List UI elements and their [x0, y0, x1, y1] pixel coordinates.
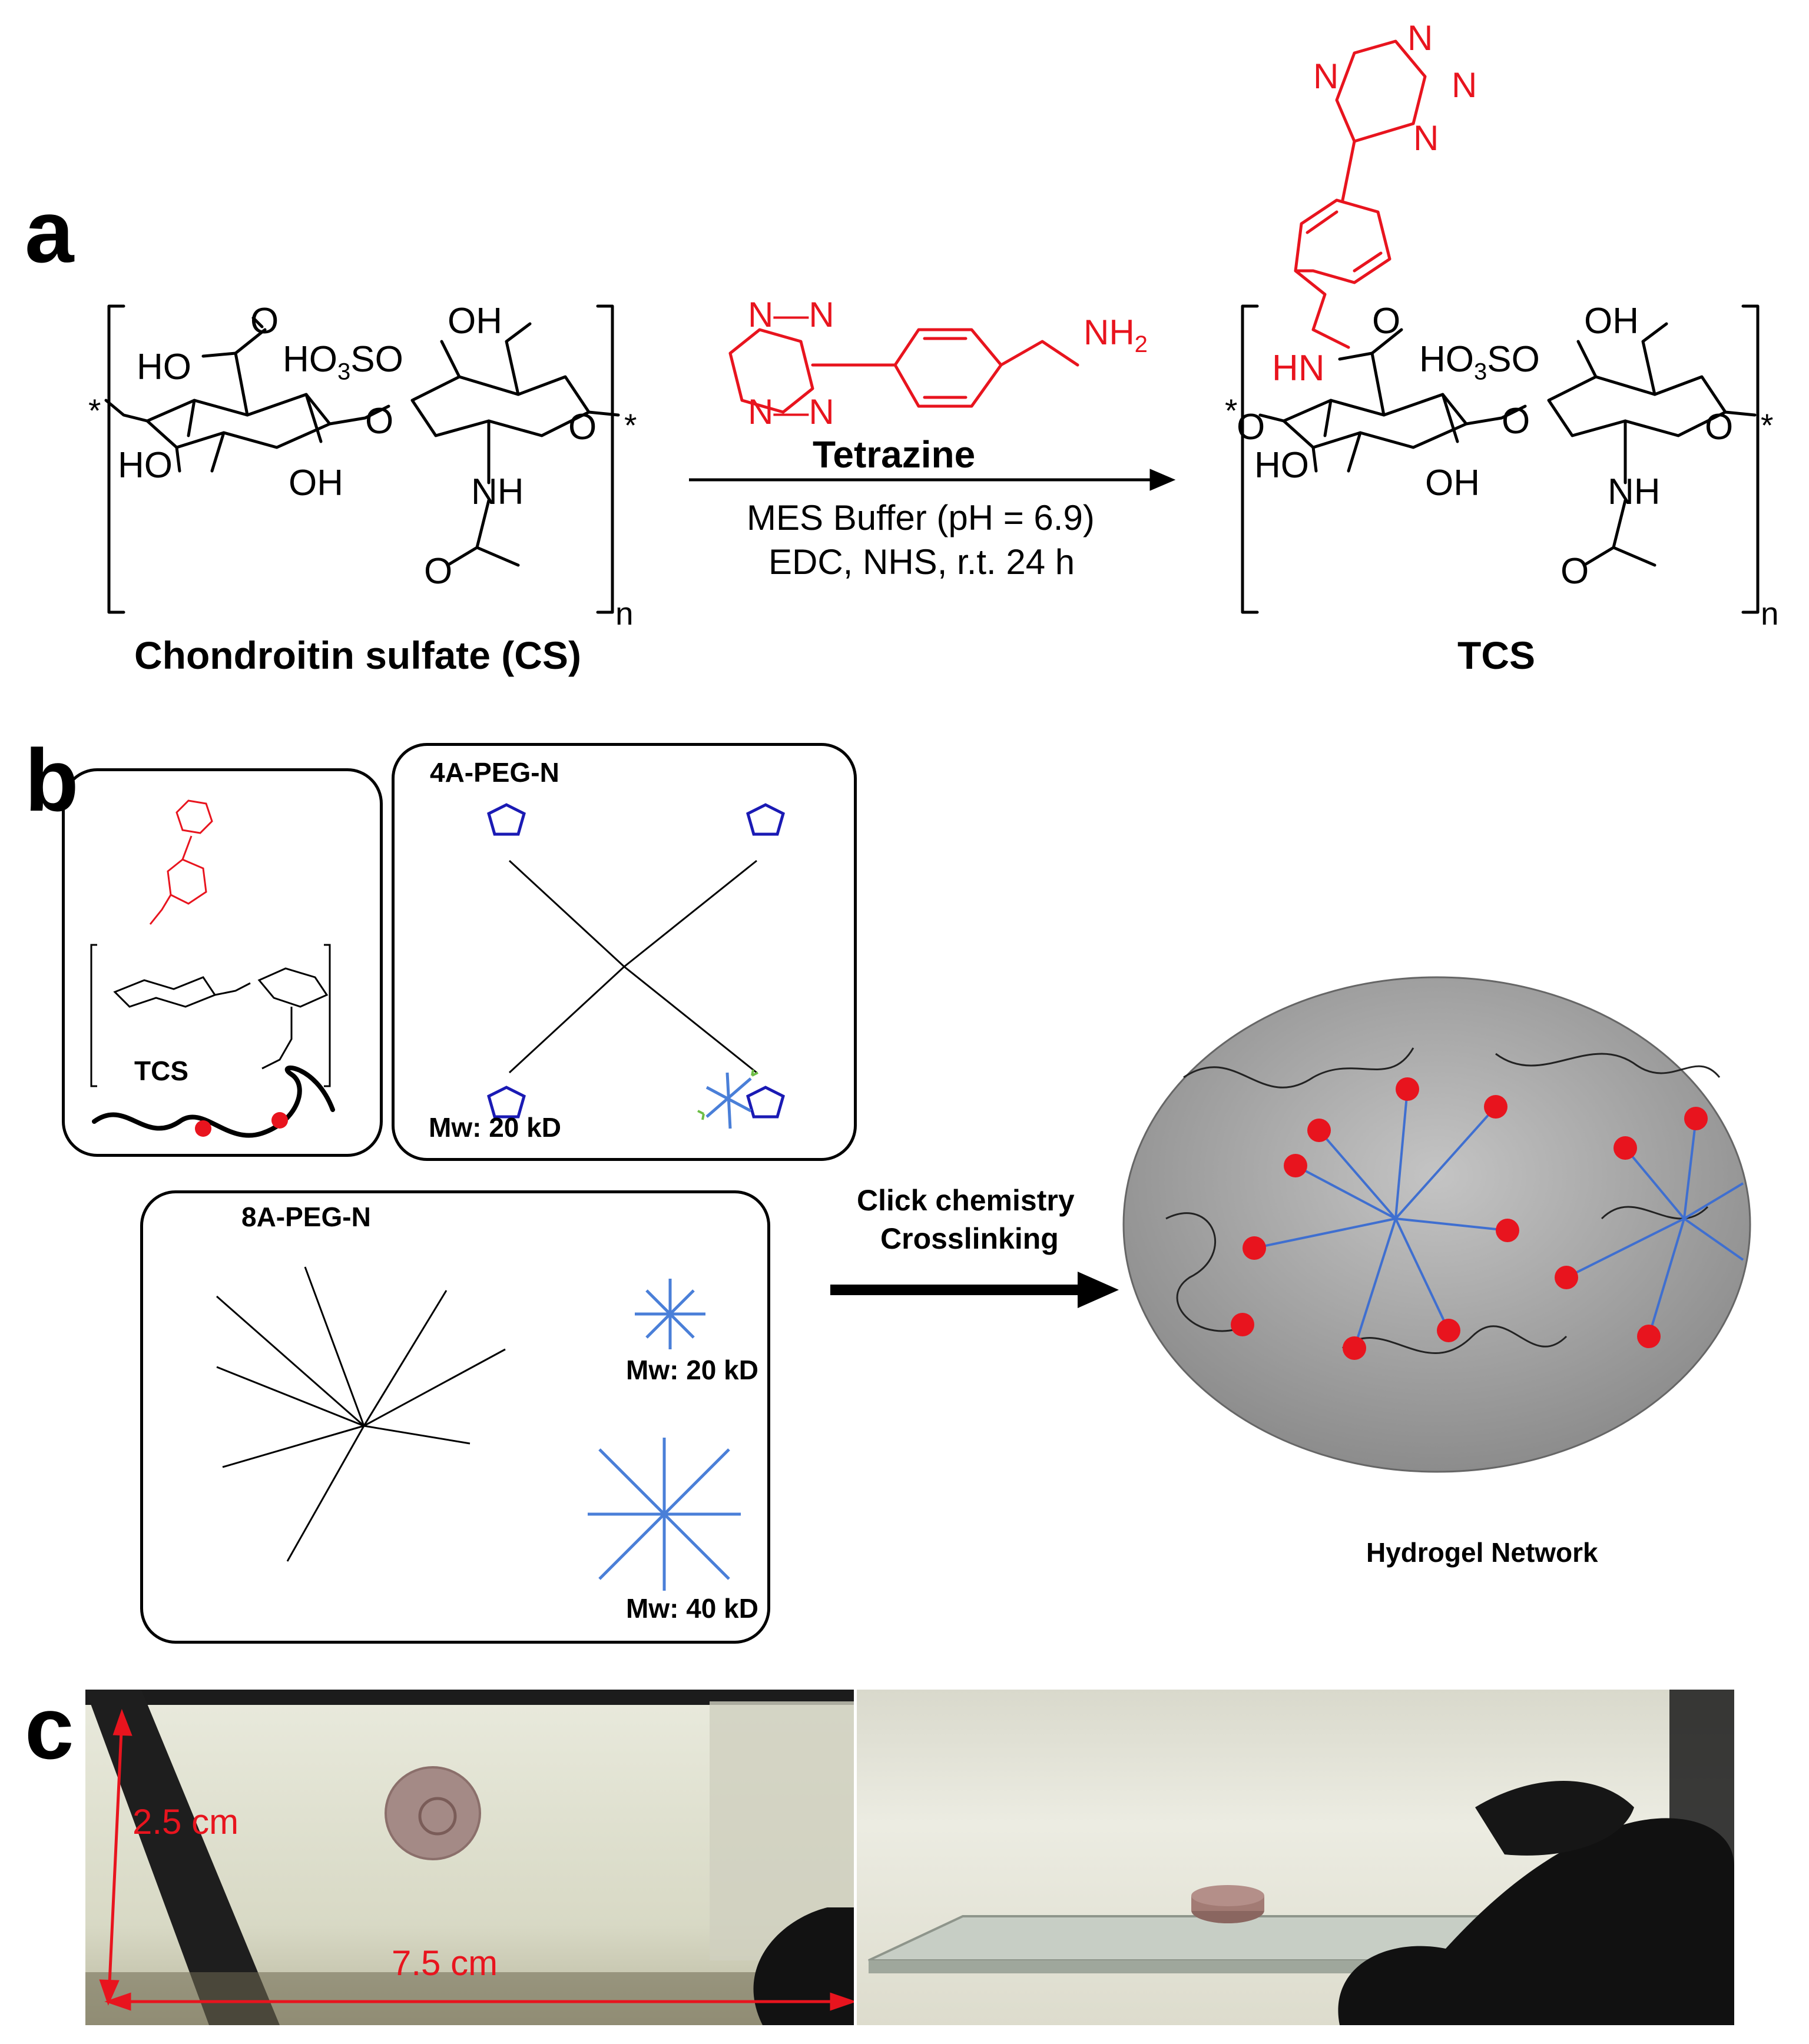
tcs-box-structure	[90, 799, 335, 1138]
4a-peg-mw: Mw: 20 kD	[429, 1112, 561, 1143]
8a-icon-large	[588, 1438, 741, 1591]
atom-star-right: *	[624, 407, 637, 443]
tcs-atom-OH-2: OH	[1425, 463, 1480, 503]
atom-NH: NH	[471, 472, 524, 512]
cs-chains	[1165, 1047, 1721, 1355]
tcs-atom-HO3SO: HO3SO	[1419, 339, 1540, 385]
tcs-atom-O-acetyl: O	[1560, 551, 1589, 592]
gloved-hand	[1338, 1818, 1734, 2025]
reagent-NH2: NH2	[1084, 313, 1148, 357]
cs-label: Chondroitin sulfate (CS)	[134, 633, 581, 677]
tcs-atom-NH: NH	[1608, 472, 1661, 512]
tetrazine-dots	[1231, 1077, 1708, 1360]
tcs-atom-O-left: O	[1237, 407, 1265, 447]
condition-line-1: MES Buffer (pH = 6.9)	[747, 498, 1095, 537]
tcs-box-label: TCS	[134, 1056, 188, 1086]
panel-a-scheme	[104, 39, 1760, 614]
atom-O-link: O	[365, 401, 394, 442]
8a-icon-small	[635, 1279, 705, 1349]
8a-peg-mw-2: Mw: 40 kD	[626, 1593, 758, 1624]
tcs-atom-O-link: O	[1502, 401, 1530, 442]
atom-O-acetyl: O	[424, 551, 453, 592]
reagent-N2: N—N	[748, 392, 834, 432]
arrow-label-1: Click chemistry	[857, 1184, 1075, 1217]
atom-star: *	[88, 392, 101, 429]
tcs-atom-OH: OH	[1584, 301, 1639, 341]
panel-label-a: a	[25, 182, 74, 281]
tcs-atom-star: *	[1225, 392, 1238, 429]
atom-HO3SO: HO3SO	[283, 339, 403, 385]
tcs-atom-star-right: *	[1761, 407, 1774, 443]
panel-label-b: b	[25, 731, 79, 829]
bracket-right-tcs	[1741, 304, 1760, 614]
tcs-N-right1: N	[1452, 65, 1477, 105]
tcs-N-bottom: N	[1413, 118, 1439, 158]
bracket-left-tcs	[1241, 304, 1259, 614]
condition-line-2: EDC, NHS, r.t. 24 h	[768, 542, 1075, 582]
tcs-N-top: N	[1407, 18, 1433, 58]
network-ellipse	[1122, 976, 1751, 1473]
tcs-label: TCS	[1457, 633, 1535, 677]
reagent-tetrazine	[728, 328, 1079, 414]
network-label: Hydrogel Network	[1366, 1537, 1598, 1568]
dimension-arrows	[99, 1708, 854, 2011]
8a-peg-structure	[216, 1266, 741, 1591]
4a-icon	[705, 1072, 752, 1129]
cs-ring-2	[410, 375, 591, 437]
4a-peg-arms	[508, 860, 757, 1074]
atom-HO-2: HO	[118, 445, 173, 486]
tcs-tetrazine-group	[1294, 39, 1427, 349]
8a-peg-mw-1: Mw: 20 kD	[626, 1355, 758, 1385]
atom-OH: OH	[289, 463, 343, 503]
hydrogel-network	[1122, 976, 1751, 1473]
atom-n: n	[615, 595, 634, 632]
cs-ring-1	[145, 393, 332, 449]
height-label: 2.5 cm	[132, 1802, 239, 1841]
tcs-N-left1: N	[1313, 57, 1339, 96]
bracket-right-cs	[596, 304, 614, 614]
4a-peg-title: 4A-PEG-N	[430, 757, 559, 788]
hydrogel-disc-top	[385, 1766, 481, 1860]
tcs-atom-O-right: O	[1705, 407, 1734, 447]
atom-O-right: O	[568, 407, 597, 447]
atom-HO: HO	[137, 347, 191, 387]
8a-peg-title: 8A-PEG-N	[241, 1202, 371, 1232]
reagent-name: Tetrazine	[813, 433, 976, 476]
photo-top-view: 2.5 cm 7.5 cm	[85, 1690, 854, 2025]
8a-peg-box	[140, 1190, 770, 1644]
8a-peg-arms	[216, 1266, 506, 1562]
4a-peg-box	[392, 743, 857, 1161]
arrow-label-2: Crosslinking	[880, 1222, 1059, 1255]
tcs-atom-O: O	[1372, 301, 1401, 341]
tcs-box	[62, 768, 383, 1157]
reagent-N1: N—N	[748, 295, 834, 334]
tcs-ring-1	[1282, 393, 1468, 449]
click-arrow	[830, 1272, 1119, 1308]
atom-OH-2: OH	[448, 301, 502, 341]
photo-side-view	[857, 1690, 1734, 2025]
tcs-HN: HN	[1272, 348, 1325, 389]
tcs-ring-2	[1547, 375, 1727, 437]
bracket-left-cs	[107, 304, 125, 614]
tcs-atom-n: n	[1761, 595, 1779, 632]
reaction-arrow	[689, 469, 1176, 491]
4a-norbornenes	[487, 803, 785, 1119]
width-label: 7.5 cm	[392, 1943, 498, 1983]
atom-O: O	[250, 301, 279, 341]
panel-label-c: c	[25, 1678, 74, 1777]
4a-peg-structure	[487, 803, 785, 1129]
tcs-atom-HO: HO	[1254, 445, 1309, 486]
peg-arms	[1254, 1089, 1744, 1349]
